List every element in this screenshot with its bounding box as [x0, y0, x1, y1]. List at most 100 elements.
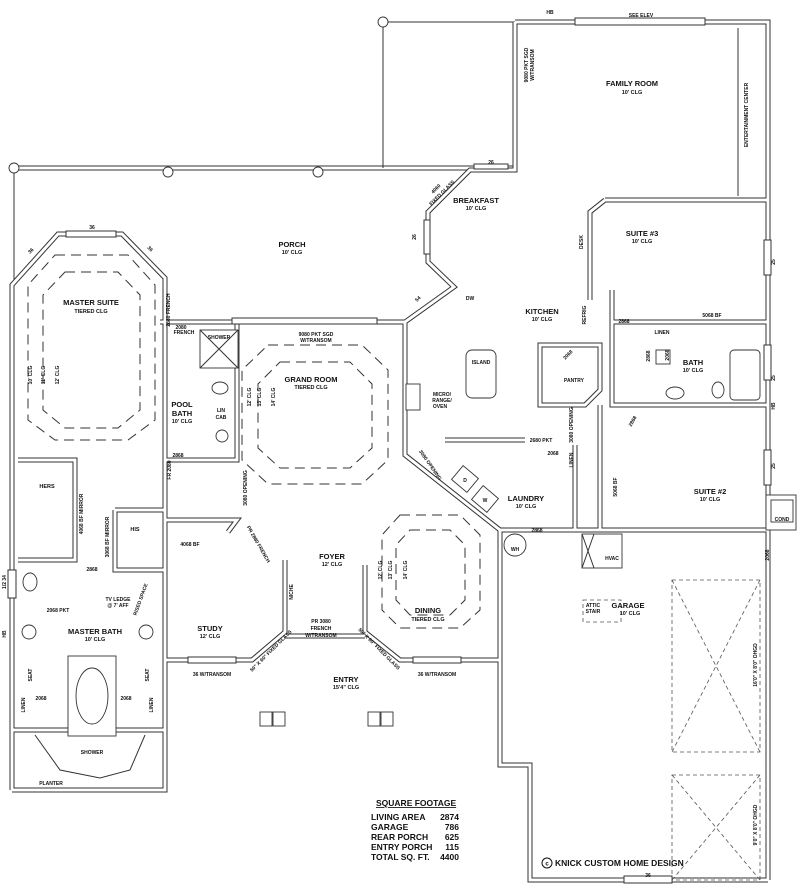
label-cab: CAB [216, 415, 227, 421]
door-label: PR 2880 FRENCH [245, 525, 271, 564]
door-label: 2680 PKT [530, 438, 553, 444]
door-label: 9080 PKT SGD [524, 47, 530, 82]
room-study: STUDY [197, 624, 222, 633]
tiered-ceilings [27, 28, 761, 881]
windows [7, 17, 797, 884]
door-label: 2868 [86, 567, 97, 573]
ceiling-laundry: 10' CLG [516, 504, 537, 510]
fixtures [21, 329, 761, 779]
label-dw: DW [466, 296, 475, 302]
sqft-value: 2874 [440, 812, 459, 822]
sqft-value: 625 [445, 832, 459, 842]
ceiling-master-bath: 10' CLG [85, 637, 106, 643]
window-label: 36 [645, 873, 651, 879]
label-pantry: PANTRY [564, 378, 585, 384]
designer-credit: c KNICK CUSTOM HOME DESIGN [541, 857, 684, 869]
room-suite-2: SUITE #2 [694, 487, 727, 496]
designer-name: KNICK CUSTOM HOME DESIGN [555, 858, 684, 868]
ceiling-study: 12' CLG [200, 634, 221, 640]
label-stair: STAIR [586, 609, 601, 615]
door-label: 2868 [628, 415, 639, 428]
door-label: 4068 BF MIRROR [79, 493, 85, 534]
window-label: 25 [771, 259, 777, 265]
ceiling-dining: TIERED CLG [411, 617, 444, 623]
door-label: 2880 FRENCH [166, 293, 172, 327]
window-label: 36 W/TRANSOM [418, 672, 456, 678]
window-label: 54 [414, 295, 422, 303]
ceiling-label: 12' CLG [378, 561, 384, 580]
door-label: 2068 [765, 549, 771, 560]
door-label: 2068 [35, 696, 46, 702]
annotations: HB SEE ELEV 9080 PKT SGD W/TRANSOM 26 40… [2, 10, 777, 879]
room-hers: HERS [39, 484, 55, 490]
window-label: 36 [27, 247, 35, 255]
door-label: FRENCH [311, 626, 332, 632]
door-label: W/TRANSOM [530, 49, 536, 80]
label-oven: OVEN [433, 404, 448, 410]
garage-door-label: 9'0" X 8'0" OHGD [753, 804, 759, 845]
window-label: 25 [771, 463, 777, 469]
window-label: 50" X 60" FIXED GLASS [249, 629, 294, 674]
ceiling-family-room: 10' CLG [622, 90, 643, 96]
label-entertainment-center: ENTERTAINMENT CENTER [744, 82, 750, 147]
door-label: 2868 [531, 528, 542, 534]
porch-outline [8, 16, 515, 285]
ceiling-kitchen: 10' CLG [532, 317, 553, 323]
room-kitchen: KITCHEN [525, 307, 558, 316]
sqft-label: LIVING AREA [371, 812, 425, 822]
door-label: W/TRANSOM [300, 338, 331, 344]
window-label: 36 W/TRANSOM [193, 672, 231, 678]
square-footage-heading: SQUARE FOOTAGE [376, 798, 456, 808]
ceiling-label: 12' CLG [247, 388, 253, 407]
label-desk: DESK [579, 235, 585, 249]
room-labels: FAMILY ROOM 10' CLG BREAKFAST 10' CLG PO… [39, 79, 726, 691]
label-niche: NICHE [289, 584, 295, 600]
window-label: 25 [771, 375, 777, 381]
window-label: 36 [89, 225, 95, 231]
copyright-symbol: c [545, 862, 549, 868]
room-pool-bath: POOL [171, 400, 193, 409]
door-label: 5068 BF [613, 477, 619, 496]
door-label: 2868 [618, 319, 629, 325]
label-wh: WH [511, 547, 520, 553]
room-laundry: LAUNDRY [508, 494, 544, 503]
sqft-label: TOTAL SQ. FT. [371, 852, 430, 862]
hose-bib-label: HB [2, 630, 8, 638]
room-family-room: FAMILY ROOM [606, 79, 658, 88]
ceiling-label: 13' CLG [388, 561, 394, 580]
label-hvac: HVAC [605, 556, 619, 562]
square-footage-table: SQUARE FOOTAGE LIVING AREA 2874 GARAGE 7… [371, 798, 459, 862]
ceiling-label: 14' CLG [271, 388, 277, 407]
ceiling-suite-3: 10' CLG [632, 239, 653, 245]
ceiling-breakfast: 10' CLG [466, 206, 487, 212]
sqft-value: 115 [445, 842, 459, 852]
label-shower-master: SHOWER [81, 750, 104, 756]
ceiling-garage: 10' CLG [620, 611, 641, 617]
label-dryer: D [463, 478, 467, 484]
door-label: 2080 [175, 325, 186, 331]
label-washer: W [483, 498, 488, 504]
label-planter: PLANTER [39, 781, 63, 787]
ceiling-label: 13' CLG [257, 388, 263, 407]
ceiling-foyer: 12' CLG [322, 562, 343, 568]
hose-bib-label: HB [546, 10, 554, 16]
room-dining: DINING [415, 606, 441, 615]
door-label: W/TRANSOM [305, 633, 336, 639]
opening-label: 3080 OPENING [243, 470, 249, 506]
window-label: 26 [488, 160, 494, 166]
opening-label: 3080 OPENING [569, 407, 575, 443]
room-foyer: FOYER [319, 552, 345, 561]
label-island: ISLAND [472, 360, 491, 366]
label-attic: ATTIC [586, 603, 601, 609]
door-label: FR 2080 [167, 460, 173, 479]
door-label: 2068 [547, 451, 558, 457]
window-label: 1/2 34 [2, 575, 8, 589]
room-his: HIS [130, 527, 140, 533]
room-master-suite: MASTER SUITE [63, 298, 119, 307]
window-label: 36 [146, 245, 154, 253]
door-label: 2868 [172, 453, 183, 459]
room-garage: GARAGE [612, 601, 645, 610]
window-label: 26 [412, 234, 418, 240]
door-label: 2068 [120, 696, 131, 702]
